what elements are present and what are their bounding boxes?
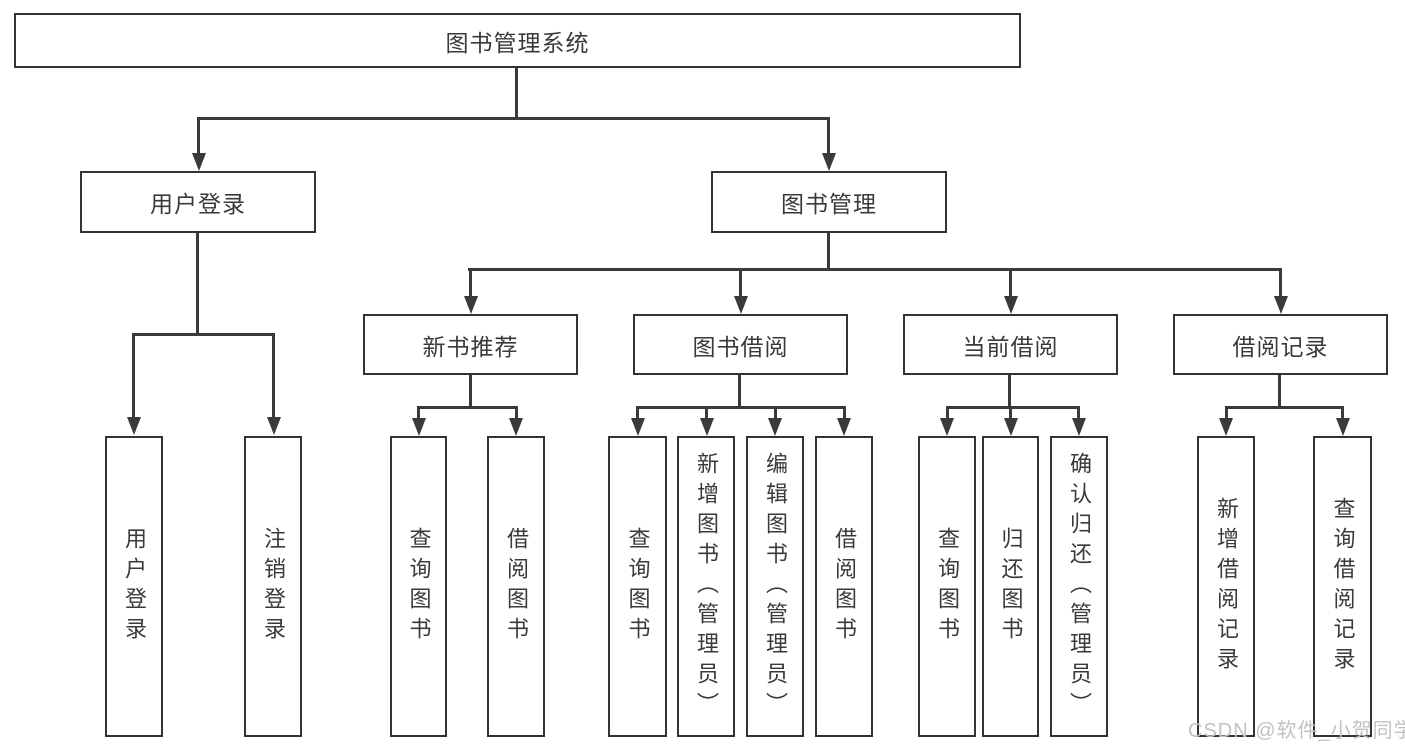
csdn-watermark: CSDN @软件_小贺同学 xyxy=(1188,720,1405,742)
connector-vline xyxy=(827,117,830,153)
arrow-down-icon xyxy=(127,417,141,435)
leaf-logout: 注销登录 xyxy=(244,436,302,737)
leaf-label: 编辑图书（管理员） xyxy=(763,451,788,722)
node-library-management-system: 图书管理系统 xyxy=(14,13,1021,68)
connector-hline xyxy=(946,406,1080,409)
node-label: 图书管理 xyxy=(781,191,877,217)
connector-vline xyxy=(1341,406,1344,418)
leaf-label: 查询图书 xyxy=(625,526,651,647)
connector-vline xyxy=(515,68,518,119)
leaf-query-books-current: 查询图书 xyxy=(918,436,976,737)
connector-vline xyxy=(515,406,518,418)
arrow-down-icon xyxy=(1004,418,1018,436)
node-borrowing-records: 借阅记录 xyxy=(1173,314,1388,375)
connector-vline xyxy=(738,375,741,409)
connector-hline xyxy=(1225,406,1344,409)
connector-vline xyxy=(197,117,200,153)
arrow-down-icon xyxy=(192,153,206,171)
arrow-down-icon xyxy=(464,296,478,314)
connector-vline xyxy=(1009,268,1012,296)
connector-vline xyxy=(946,406,949,418)
arrow-down-icon xyxy=(837,418,851,436)
node-label: 当前借阅 xyxy=(962,333,1059,360)
connector-vline xyxy=(1225,406,1228,418)
connector-vline xyxy=(417,406,420,418)
node-book-management: 图书管理 xyxy=(711,171,947,233)
arrow-down-icon xyxy=(734,296,748,314)
arrow-down-icon xyxy=(1219,418,1233,436)
connector-hline xyxy=(197,117,830,120)
leaf-add-borrow-record: 新增借阅记录 xyxy=(1197,436,1255,737)
connector-vline xyxy=(636,406,639,418)
leaf-edit-books-admin: 编辑图书（管理员） xyxy=(746,436,804,737)
leaf-label: 新增借阅记录 xyxy=(1214,496,1239,677)
leaf-label: 查询图书 xyxy=(406,526,432,647)
connector-hline xyxy=(132,333,275,336)
arrow-down-icon xyxy=(940,418,954,436)
leaf-query-borrow-record: 查询借阅记录 xyxy=(1313,436,1372,737)
arrow-down-icon xyxy=(768,418,782,436)
leaf-label: 归还图书 xyxy=(998,526,1024,647)
leaf-label: 借阅图书 xyxy=(832,526,857,647)
connector-vline xyxy=(1077,406,1080,418)
node-label: 图书管理系统 xyxy=(445,29,590,56)
arrow-down-icon xyxy=(509,418,523,436)
arrow-down-icon xyxy=(700,418,714,436)
connector-vline xyxy=(1278,375,1281,409)
leaf-label: 查询图书 xyxy=(935,526,960,647)
arrow-down-icon xyxy=(1072,418,1086,436)
connector-vline xyxy=(774,406,777,418)
node-label: 用户登录 xyxy=(150,191,246,217)
leaf-confirm-return-admin: 确认归还（管理员） xyxy=(1050,436,1108,737)
leaf-label: 新增图书（管理员） xyxy=(694,451,719,722)
connector-vline xyxy=(272,333,275,417)
connector-vline xyxy=(705,406,708,418)
connector-vline xyxy=(739,268,742,296)
connector-vline xyxy=(827,233,830,271)
leaf-borrow-books: 借阅图书 xyxy=(815,436,873,737)
leaf-add-books-admin: 新增图书（管理员） xyxy=(677,436,735,737)
connector-vline xyxy=(469,268,472,296)
connector-hline xyxy=(468,268,1282,271)
leaf-query-books-recommend: 查询图书 xyxy=(390,436,447,737)
leaf-user-login: 用户登录 xyxy=(105,436,163,737)
leaf-query-books-borrowing: 查询图书 xyxy=(608,436,667,737)
node-label: 图书借阅 xyxy=(692,333,789,360)
leaf-label: 注销登录 xyxy=(261,526,286,647)
connector-vline xyxy=(132,333,135,417)
arrow-down-icon xyxy=(412,418,426,436)
arrow-down-icon xyxy=(1274,296,1288,314)
connector-vline xyxy=(196,233,199,335)
node-label: 借阅记录 xyxy=(1232,333,1329,360)
arrow-down-icon xyxy=(267,417,281,435)
connector-hline xyxy=(417,406,518,409)
node-label: 新书推荐 xyxy=(422,333,519,360)
arrow-down-icon xyxy=(1336,418,1350,436)
connector-vline xyxy=(1279,268,1282,296)
leaf-label: 用户登录 xyxy=(122,526,147,647)
leaf-label: 确认归还（管理员） xyxy=(1067,451,1092,722)
leaf-label: 查询借阅记录 xyxy=(1330,496,1356,677)
node-book-borrowing: 图书借阅 xyxy=(633,314,848,375)
leaf-return-books: 归还图书 xyxy=(982,436,1039,737)
arrow-down-icon xyxy=(822,153,836,171)
connector-vline xyxy=(1009,406,1012,418)
node-user-login: 用户登录 xyxy=(80,171,316,233)
arrow-down-icon xyxy=(1004,296,1018,314)
node-new-book-recommend: 新书推荐 xyxy=(363,314,578,375)
leaf-label: 借阅图书 xyxy=(504,526,529,647)
connector-vline xyxy=(469,375,472,409)
connector-vline xyxy=(843,406,846,418)
node-current-borrowing: 当前借阅 xyxy=(903,314,1118,375)
arrow-down-icon xyxy=(631,418,645,436)
connector-vline xyxy=(1008,375,1011,409)
leaf-borrow-books-recommend: 借阅图书 xyxy=(487,436,545,737)
connector-hline xyxy=(636,406,846,409)
